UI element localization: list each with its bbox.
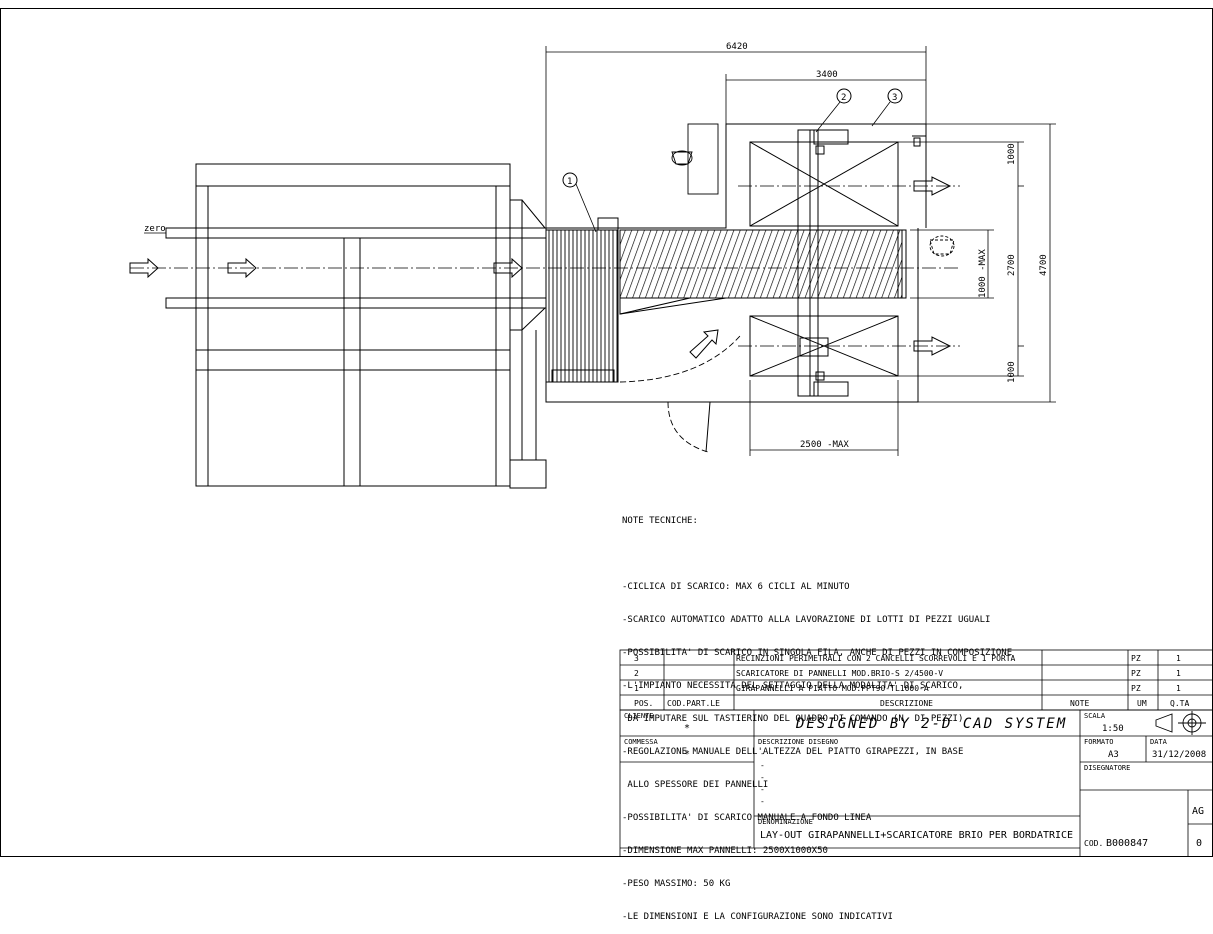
bom-row-2: 2 SCARICATORE DI PANNELLI MOD.BRIO-S 2/4…	[634, 669, 1181, 678]
perimeter-fence	[545, 123, 927, 403]
descrizione-line: -	[760, 749, 765, 758]
dim-overall-width: 4700	[1039, 254, 1049, 276]
dim-overall-length: 6420	[726, 42, 748, 52]
svg-text:NOTE: NOTE	[1070, 699, 1089, 708]
balloon-1: 1	[562, 172, 597, 233]
scala-label: SCALA	[1084, 712, 1106, 720]
dimension-lines	[545, 46, 1056, 456]
svg-text:Q.TA: Q.TA	[1170, 699, 1189, 708]
svg-text:1: 1	[634, 684, 639, 693]
cliente-label: CLIENTE	[624, 712, 654, 720]
revision-value: 0	[1196, 838, 1202, 849]
code-label: COD.	[1084, 839, 1103, 848]
outfeed-arrow-icon	[913, 176, 952, 356]
svg-text:PZ: PZ	[1131, 684, 1141, 693]
technical-notes: NOTE TECNICHE: -CICLICA DI SCARICO: MAX …	[622, 494, 1012, 934]
zero-label: zero	[144, 224, 166, 234]
svg-text:1: 1	[1176, 684, 1181, 693]
note-line: DA IMPUTARE SUL TASTIERINO DEL QUADRO DI…	[622, 714, 964, 724]
data-label: DATA	[1150, 738, 1168, 746]
svg-text:1: 1	[1176, 654, 1181, 663]
data-value: 31/12/2008	[1152, 750, 1206, 760]
bom-header: POS. COD.PART.LE DESCRIZIONE NOTE UM Q.T…	[634, 699, 1189, 708]
revision-label: AG	[1192, 806, 1204, 817]
gate-swing	[619, 335, 741, 453]
svg-text:PZ: PZ	[1131, 654, 1141, 663]
commessa-value: *	[684, 749, 690, 760]
svg-text:2: 2	[841, 93, 846, 103]
dim-transfer-width: 2700	[1007, 254, 1017, 276]
dim-side-width-top: 1000	[1007, 143, 1017, 165]
svg-text:SCARICATORE DI PANNELLI MOD.BR: SCARICATORE DI PANNELLI MOD.BRIO-S 2/450…	[736, 669, 943, 678]
note-line: -L'IMPIANTO NECESSITA DEL SETTAGGIO DELL…	[622, 681, 964, 691]
descrizione-line: -	[760, 761, 765, 770]
formato-value: A3	[1108, 750, 1119, 760]
drawing-sheet: zero	[0, 8, 1213, 857]
svg-text:3: 3	[892, 93, 897, 103]
bom-row-1: 1 GIRAPANNELLI A PIATTO MOD.PPT90-TL1000…	[634, 684, 1181, 693]
svg-text:2: 2	[634, 669, 639, 678]
operator-icon	[671, 123, 955, 257]
note-line: -SCARICO AUTOMATICO ADATTO ALLA LAVORAZI…	[622, 615, 991, 625]
svg-text:3: 3	[634, 654, 639, 663]
descrizione-line: -	[760, 773, 765, 782]
note-line: ALLO SPESSORE DEI PANNELLI	[622, 780, 769, 790]
disegnatore-label: DISEGNATORE	[1084, 764, 1130, 772]
designed-by-banner: DESIGNED BY 2-D CAD SYSTEM	[795, 716, 1067, 732]
svg-text:1: 1	[1176, 669, 1181, 678]
note-line: -POSSIBILITA' DI SCARICO MANUALE A FONDO…	[622, 813, 872, 823]
dim-side-width-bottom: 1000	[1007, 361, 1017, 383]
denominazione-label: DENOMINAZIONE	[758, 818, 813, 826]
dim-panel-length-max: 2500 -MAX	[800, 440, 849, 450]
note-line: -POSSIBILITA' DI SCARICO IN SINGOLA FILA…	[622, 648, 1013, 658]
projection-symbol-icon	[1155, 711, 1206, 735]
dim-station-length: 3400	[816, 70, 838, 80]
scala-value: 1:50	[1102, 724, 1124, 734]
flow-arrow-icon	[129, 257, 523, 279]
balloon-3: 3	[871, 88, 903, 127]
formato-label: FORMATO	[1084, 738, 1114, 746]
dim-panel-width-max: 1000 -MAX	[978, 249, 988, 298]
note-line: -CICLICA DI SCARICO: MAX 6 CICLI AL MINU…	[622, 582, 850, 592]
svg-text:UM: UM	[1137, 699, 1147, 708]
descrizione-line: -	[760, 785, 765, 794]
panel-unloader	[749, 129, 899, 397]
title-block-grid	[619, 709, 1213, 857]
note-line: -REGOLAZIONE MANUALE DELL'ALTEZZA DEL PI…	[622, 747, 964, 757]
edgebander-outline	[195, 163, 547, 489]
denominazione-value: LAY-OUT GIRAPANNELLI+SCARICATORE BRIO PE…	[760, 830, 1073, 841]
roller-conveyor	[619, 229, 907, 299]
code-value: B000847	[1106, 838, 1148, 849]
commessa-label: COMMESSA	[624, 738, 659, 746]
balloon-2: 2	[815, 88, 852, 133]
cliente-value: *	[684, 723, 690, 734]
descrizione-label: DESCRIZIONE DISEGNO	[758, 738, 838, 746]
descrizione-line: -	[760, 797, 765, 806]
svg-text:POS.: POS.	[634, 699, 653, 708]
bom-row-3: 3 RECINZIONI PERIMETRALI CON 2 CANCELLI …	[634, 654, 1181, 663]
note-line: -DIMENSIONE MAX PANNELLI: 2500X1000X50	[622, 846, 828, 856]
manual-unload-arrow-icon	[689, 329, 719, 359]
notes-title: NOTE TECNICHE:	[622, 516, 698, 526]
panel-turner	[545, 217, 619, 383]
note-line: -PESO MASSIMO: 50 KG	[622, 879, 731, 889]
svg-text:RECINZIONI PERIMETRALI CON 2 C: RECINZIONI PERIMETRALI CON 2 CANCELLI SC…	[736, 654, 1016, 663]
svg-text:DESCRIZIONE: DESCRIZIONE	[880, 699, 933, 708]
svg-text:1: 1	[567, 177, 572, 187]
svg-text:PZ: PZ	[1131, 669, 1141, 678]
svg-text:COD.PART.LE: COD.PART.LE	[667, 699, 720, 708]
note-line: -LE DIMENSIONI E LA CONFIGURAZIONE SONO …	[622, 912, 893, 922]
svg-text:GIRAPANNELLI A PIATTO MOD.PPT9: GIRAPANNELLI A PIATTO MOD.PPT90-TL1000-A	[736, 684, 929, 693]
